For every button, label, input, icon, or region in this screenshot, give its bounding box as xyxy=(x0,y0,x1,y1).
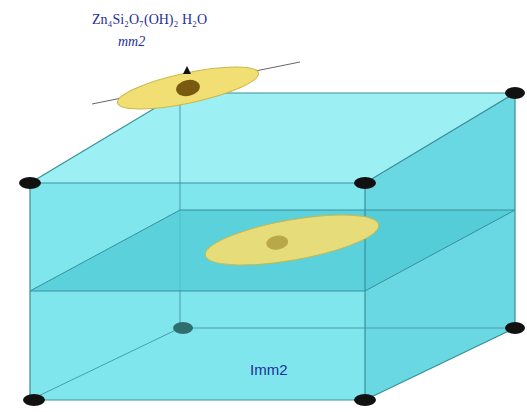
back-corner-atom xyxy=(173,322,193,334)
point-group-label: mm2 xyxy=(118,34,145,49)
side-face-edge xyxy=(365,93,515,400)
space-group-label: Imm2 xyxy=(250,362,288,379)
hidden-edge xyxy=(30,328,180,400)
front-face-edge xyxy=(30,183,365,400)
hidden-edge xyxy=(180,328,515,329)
formula-label: Zn₄Si₂O₇(OH)₂ H₂O xyxy=(92,12,207,27)
cell-fill xyxy=(30,93,515,400)
crystal-ellipse xyxy=(114,58,261,117)
cell-box xyxy=(30,93,515,400)
corner-atoms xyxy=(19,87,525,406)
symmetry-triangle xyxy=(183,66,191,74)
top-face-edge xyxy=(30,93,515,183)
layer-ellipse xyxy=(202,205,382,275)
